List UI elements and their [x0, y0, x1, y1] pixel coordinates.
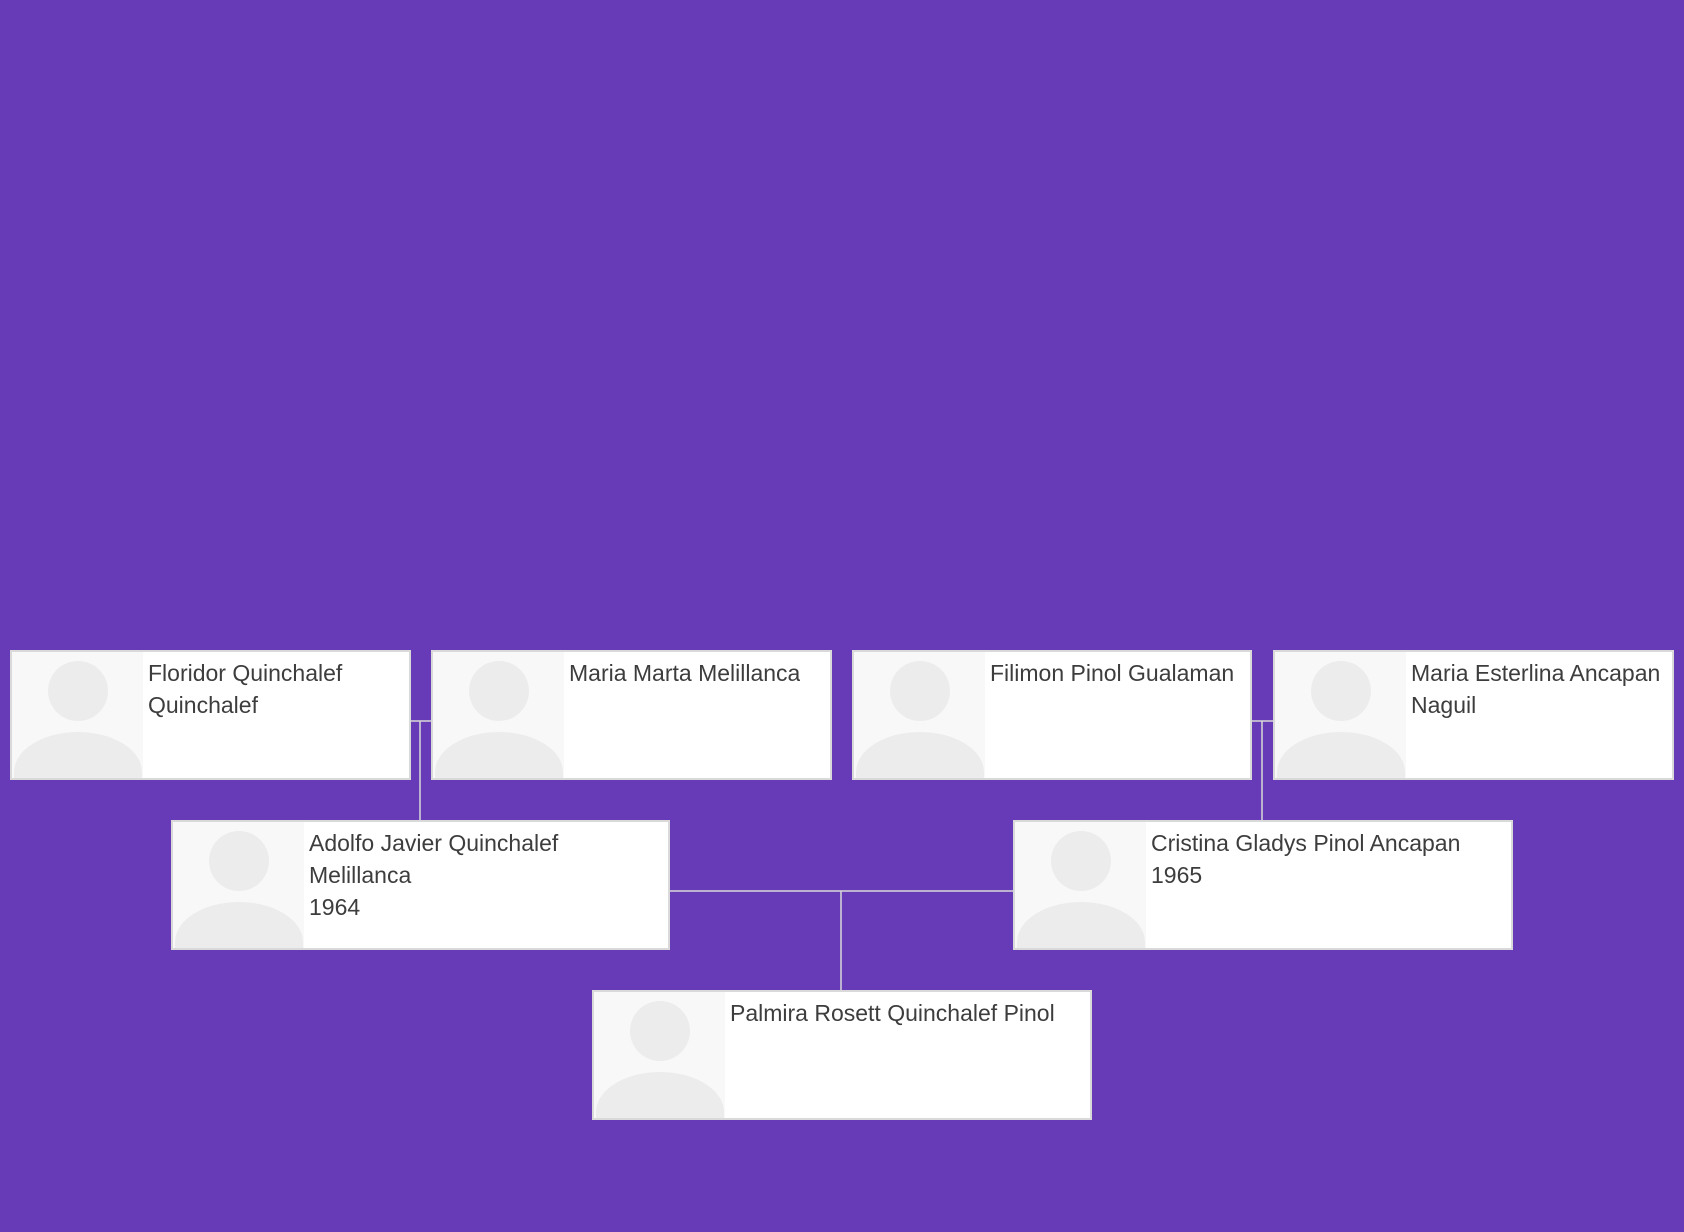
person-card-filimon[interactable]: Filimon Pinol Gualaman [852, 650, 1252, 780]
avatar-placeholder-icon [594, 992, 725, 1118]
avatar-head [630, 1001, 690, 1061]
person-info: Filimon Pinol Gualaman [985, 652, 1234, 778]
avatar-placeholder-icon [173, 822, 304, 948]
person-info: Cristina Gladys Pinol Ancapan 1965 [1146, 822, 1460, 948]
person-birth-year: 1965 [1151, 862, 1203, 888]
avatar-body [1017, 902, 1145, 948]
person-birth-year: 1964 [309, 894, 361, 920]
person-info: Adolfo Javier Quinchalef Melillanca 1964 [304, 822, 569, 948]
person-card-adolfo[interactable]: Adolfo Javier Quinchalef Melillanca 1964 [171, 820, 670, 950]
avatar-head [1051, 831, 1111, 891]
avatar-head [890, 661, 950, 721]
avatar-body [596, 1072, 724, 1118]
avatar-head [1311, 661, 1371, 721]
person-info: Maria Esterlina Ancapan Naguil [1406, 652, 1672, 778]
person-info: Palmira Rosett Quinchalef Pinol [725, 992, 1055, 1118]
person-name: Palmira Rosett Quinchalef Pinol [730, 1000, 1055, 1026]
person-card-maria-esterlina[interactable]: Maria Esterlina Ancapan Naguil [1273, 650, 1674, 780]
avatar-placeholder-icon [1015, 822, 1146, 948]
person-info: Floridor Quinchalef Quinchalef [143, 652, 409, 778]
person-info: Maria Marta Melillanca [564, 652, 800, 778]
avatar-body [14, 732, 142, 778]
person-card-floridor[interactable]: Floridor Quinchalef Quinchalef [10, 650, 411, 780]
person-name: Adolfo Javier Quinchalef Melillanca [309, 830, 559, 888]
avatar-body [175, 902, 303, 948]
person-card-palmira[interactable]: Palmira Rosett Quinchalef Pinol [592, 990, 1092, 1120]
avatar-head [209, 831, 269, 891]
avatar-placeholder-icon [433, 652, 564, 778]
avatar-placeholder-icon [1275, 652, 1406, 778]
avatar-head [48, 661, 108, 721]
avatar-body [1277, 732, 1405, 778]
person-card-cristina[interactable]: Cristina Gladys Pinol Ancapan 1965 [1013, 820, 1513, 950]
person-name: Maria Esterlina Ancapan Naguil [1411, 660, 1661, 718]
person-card-maria-marta[interactable]: Maria Marta Melillanca [431, 650, 832, 780]
person-name: Floridor Quinchalef Quinchalef [148, 660, 343, 718]
avatar-placeholder-icon [854, 652, 985, 778]
avatar-body [856, 732, 984, 778]
avatar-placeholder-icon [12, 652, 143, 778]
person-name: Maria Marta Melillanca [569, 660, 801, 686]
person-name: Cristina Gladys Pinol Ancapan [1151, 830, 1461, 856]
avatar-head [469, 661, 529, 721]
person-name: Filimon Pinol Gualaman [990, 660, 1235, 686]
avatar-body [435, 732, 563, 778]
